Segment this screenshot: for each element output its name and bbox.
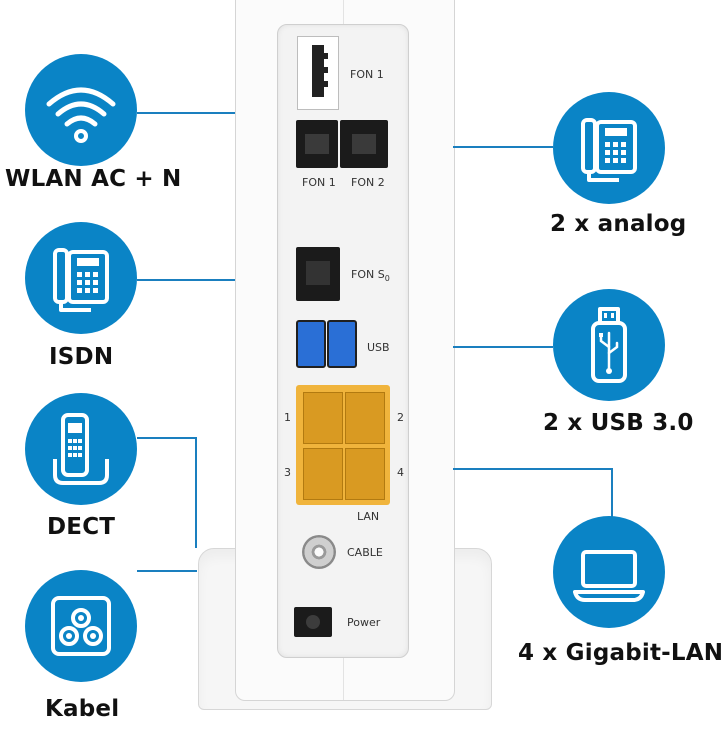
laptop-icon (573, 550, 645, 602)
analog-label: 2 x analog (550, 211, 687, 237)
lan-number-4: 4 (397, 466, 404, 479)
fon1-top-label: FON 1 (350, 68, 384, 81)
fon1-label: FON 1 (302, 176, 336, 189)
cable-coax-port[interactable] (302, 535, 336, 569)
usb-label: USB (367, 341, 390, 354)
fon1-tae-socket[interactable] (297, 36, 339, 110)
wifi-icon (46, 87, 116, 143)
isdn-feature-circle (25, 222, 137, 334)
desk-phone-icon (53, 248, 109, 312)
usb-port-2[interactable] (327, 320, 357, 368)
lan-port-3[interactable] (303, 448, 343, 500)
connector-line-analog (453, 146, 553, 148)
power-port[interactable] (294, 607, 332, 637)
lan-feature-circle (553, 516, 665, 628)
connector-line-dect (137, 437, 197, 439)
lan-port-1[interactable] (303, 392, 343, 444)
kabel-label: Kabel (45, 696, 120, 722)
analog-feature-circle (553, 92, 665, 204)
usb-feature-label: 2 x USB 3.0 (543, 410, 694, 436)
wlan-feature-circle (25, 54, 137, 166)
connector-line-dect-down (195, 437, 197, 548)
fon2-rj11-port[interactable] (340, 120, 388, 168)
cable-label: CABLE (347, 546, 383, 559)
lan-number-3: 3 (284, 466, 291, 479)
cordless-phone-icon (53, 413, 109, 485)
isdn-label: ISDN (49, 344, 114, 370)
dect-label: DECT (47, 514, 116, 540)
kabel-feature-circle (25, 570, 137, 682)
lan-feature-label: 4 x Gigabit-LAN (518, 640, 723, 666)
usb-port-1[interactable] (296, 320, 326, 368)
lan-number-2: 2 (397, 411, 404, 424)
power-label: Power (347, 616, 381, 629)
connector-line-kabel (137, 570, 197, 572)
coax-connector-icon (51, 596, 111, 656)
fon-s0-label: FON S0 (351, 268, 390, 284)
usb-stick-icon (591, 307, 627, 383)
fon-s0-port[interactable] (296, 247, 340, 301)
wlan-label: WLAN AC + N (5, 166, 182, 192)
dect-feature-circle (25, 393, 137, 505)
connector-line-lan (453, 468, 613, 470)
lan-port-2[interactable] (345, 392, 385, 444)
connector-line-isdn (137, 279, 235, 281)
fon1-rj11-port[interactable] (296, 120, 338, 168)
desk-phone-icon (581, 118, 637, 182)
fon2-label: FON 2 (351, 176, 385, 189)
lan-number-1: 1 (284, 411, 291, 424)
connector-line-usb (453, 346, 553, 348)
lan-port-4[interactable] (345, 448, 385, 500)
connector-line-wlan (137, 112, 235, 114)
connector-line-lan-down (611, 468, 613, 526)
usb-feature-circle (553, 289, 665, 401)
lan-label: LAN (357, 510, 380, 523)
